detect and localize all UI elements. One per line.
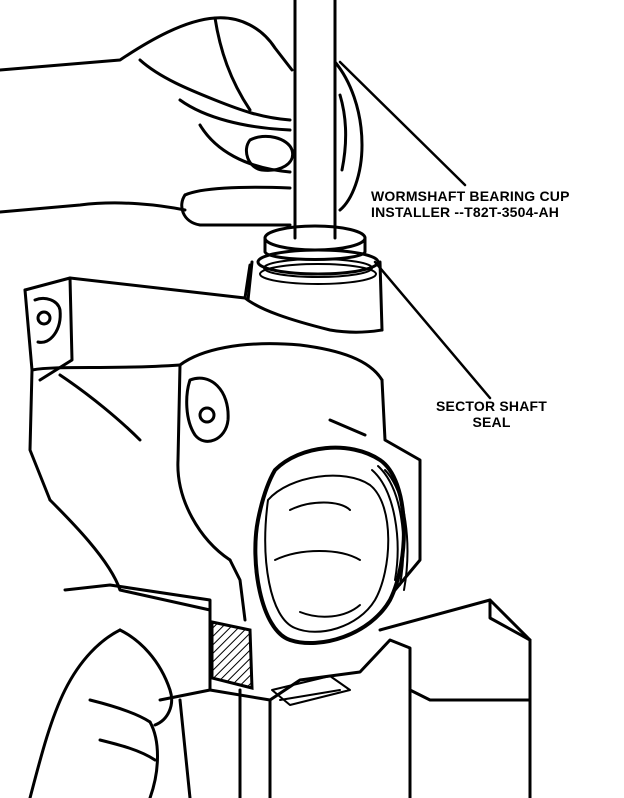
wormshaft-installer-label: WORMSHAFT BEARING CUP INSTALLER --T82T-3… — [371, 188, 570, 220]
wormshaft-installer-label-line1: WORMSHAFT BEARING CUP — [371, 188, 570, 204]
sector-shaft-seal-label-line1: SECTOR SHAFT — [436, 398, 548, 414]
seal-leader-line — [373, 260, 492, 400]
tool-leader-line — [338, 60, 467, 187]
housing-top-bore — [246, 248, 384, 332]
wormshaft-installer-label-line2: INSTALLER --T82T-3504-AH — [371, 204, 560, 220]
sector-shaft-seal-label-line2: SEAL — [472, 414, 511, 430]
hand-lower — [28, 628, 174, 798]
gear-housing — [23, 263, 422, 622]
vise — [63, 583, 532, 798]
sector-bore — [253, 445, 409, 645]
hand-upper — [0, 16, 364, 227]
sector-shaft-seal — [210, 620, 254, 690]
sector-shaft-seal-label: SECTOR SHAFT SEAL — [436, 398, 547, 430]
